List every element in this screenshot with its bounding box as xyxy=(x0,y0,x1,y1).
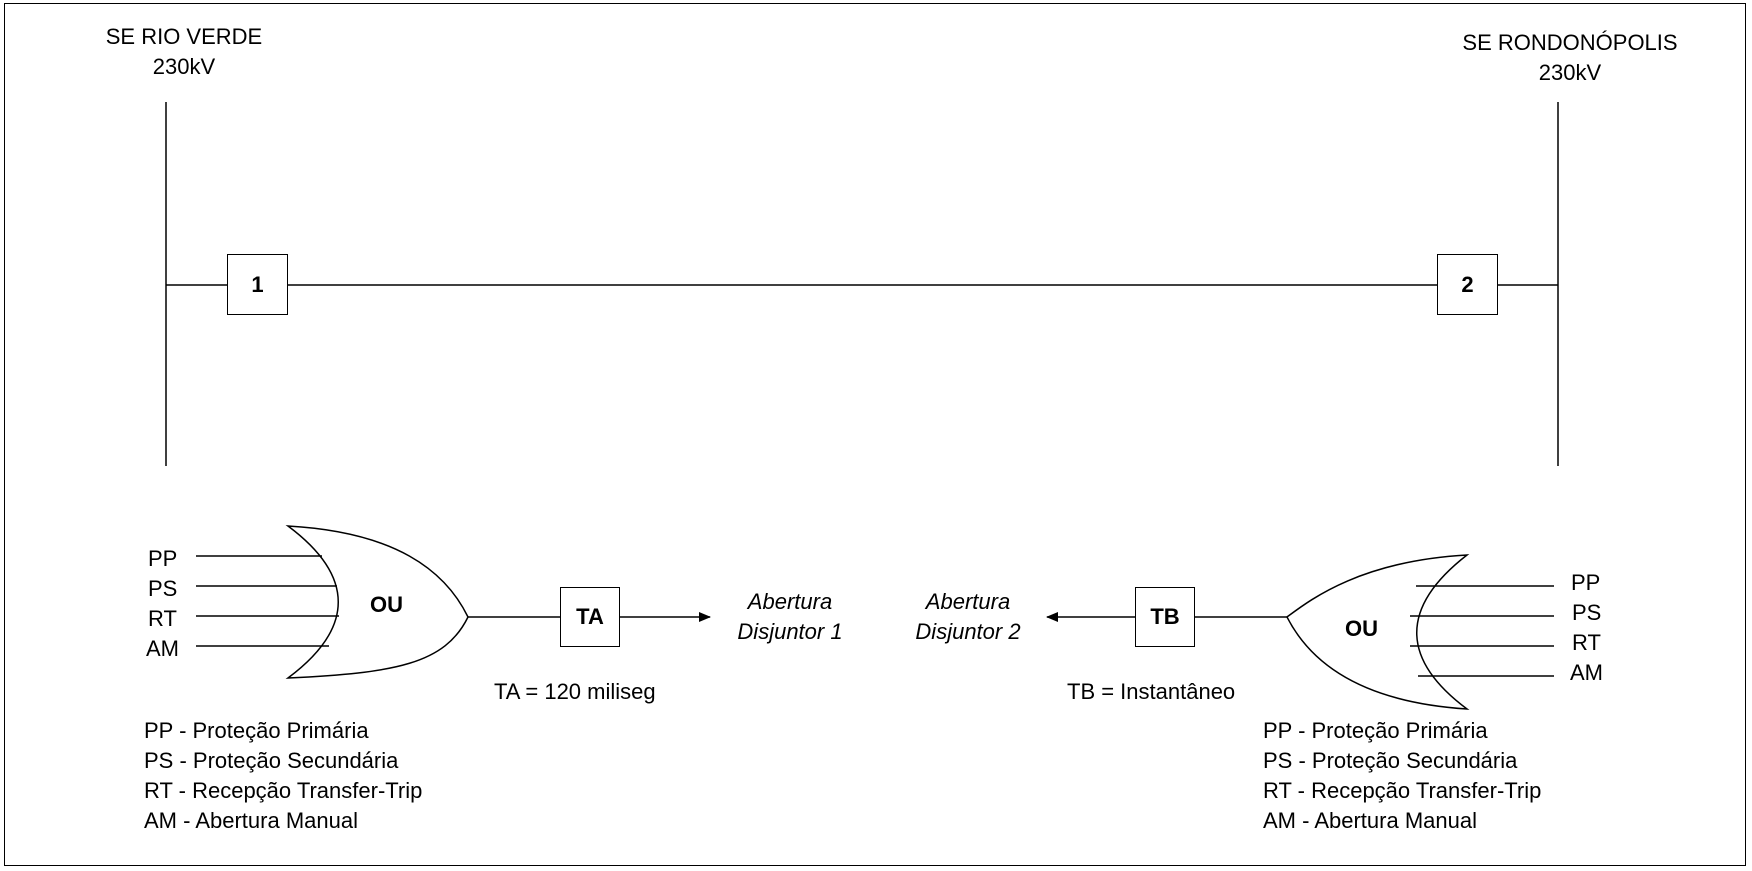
input-am-left: AM xyxy=(146,636,179,661)
or-gate-left-label: OU xyxy=(370,592,403,617)
station-left-label: SE RIO VERDE 230kV xyxy=(64,22,304,82)
station-left-name: SE RIO VERDE xyxy=(105,24,263,49)
legend-right: PP - Proteção Primária PS - Proteção Sec… xyxy=(1263,716,1541,836)
legend-right-am: AM - Abertura Manual xyxy=(1263,808,1477,833)
station-right-name: SE RONDONÓPOLIS xyxy=(1462,30,1678,55)
timer-tb-note: TB = Instantâneo xyxy=(1067,679,1236,704)
diagram-frame xyxy=(4,3,1746,866)
station-right-voltage: 230kV xyxy=(1538,60,1602,85)
input-ps-right: PS xyxy=(1572,600,1602,625)
input-rt-left: RT xyxy=(148,606,177,631)
legend-left-pp: PP - Proteção Primária xyxy=(144,718,369,743)
legend-left-am: AM - Abertura Manual xyxy=(144,808,358,833)
output-right-label: Abertura Disjuntor 2 xyxy=(888,587,1048,647)
breaker-1: 1 xyxy=(227,254,288,315)
or-gate-right-label: OU xyxy=(1345,616,1378,641)
output-right-line2: Disjuntor 2 xyxy=(915,619,1021,644)
input-rt-right: RT xyxy=(1572,630,1601,655)
legend-left-ps: PS - Proteção Secundária xyxy=(144,748,399,773)
output-left-line1: Abertura xyxy=(747,589,833,614)
or-gate-right-shape xyxy=(1286,554,1470,710)
timer-ta: TA xyxy=(560,587,620,647)
legend-left-rt: RT - Recepção Transfer-Trip xyxy=(144,778,423,803)
station-left-voltage: 230kV xyxy=(152,54,216,79)
output-right-line1: Abertura xyxy=(925,589,1011,614)
input-am-right: AM xyxy=(1570,660,1603,685)
or-gate-left-shape xyxy=(285,525,469,679)
input-ps-left: PS xyxy=(148,576,178,601)
input-pp-left: PP xyxy=(148,546,178,571)
legend-right-pp: PP - Proteção Primária xyxy=(1263,718,1488,743)
legend-left: PP - Proteção Primária PS - Proteção Sec… xyxy=(144,716,422,836)
timer-ta-note: TA = 120 miliseg xyxy=(494,679,656,704)
output-left-line2: Disjuntor 1 xyxy=(737,619,843,644)
legend-right-ps: PS - Proteção Secundária xyxy=(1263,748,1518,773)
output-left-label: Abertura Disjuntor 1 xyxy=(710,587,870,647)
legend-right-rt: RT - Recepção Transfer-Trip xyxy=(1263,778,1542,803)
station-right-label: SE RONDONÓPOLIS 230kV xyxy=(1430,28,1710,88)
breaker-2: 2 xyxy=(1437,254,1498,315)
input-pp-right: PP xyxy=(1571,570,1601,595)
timer-tb: TB xyxy=(1135,587,1195,647)
